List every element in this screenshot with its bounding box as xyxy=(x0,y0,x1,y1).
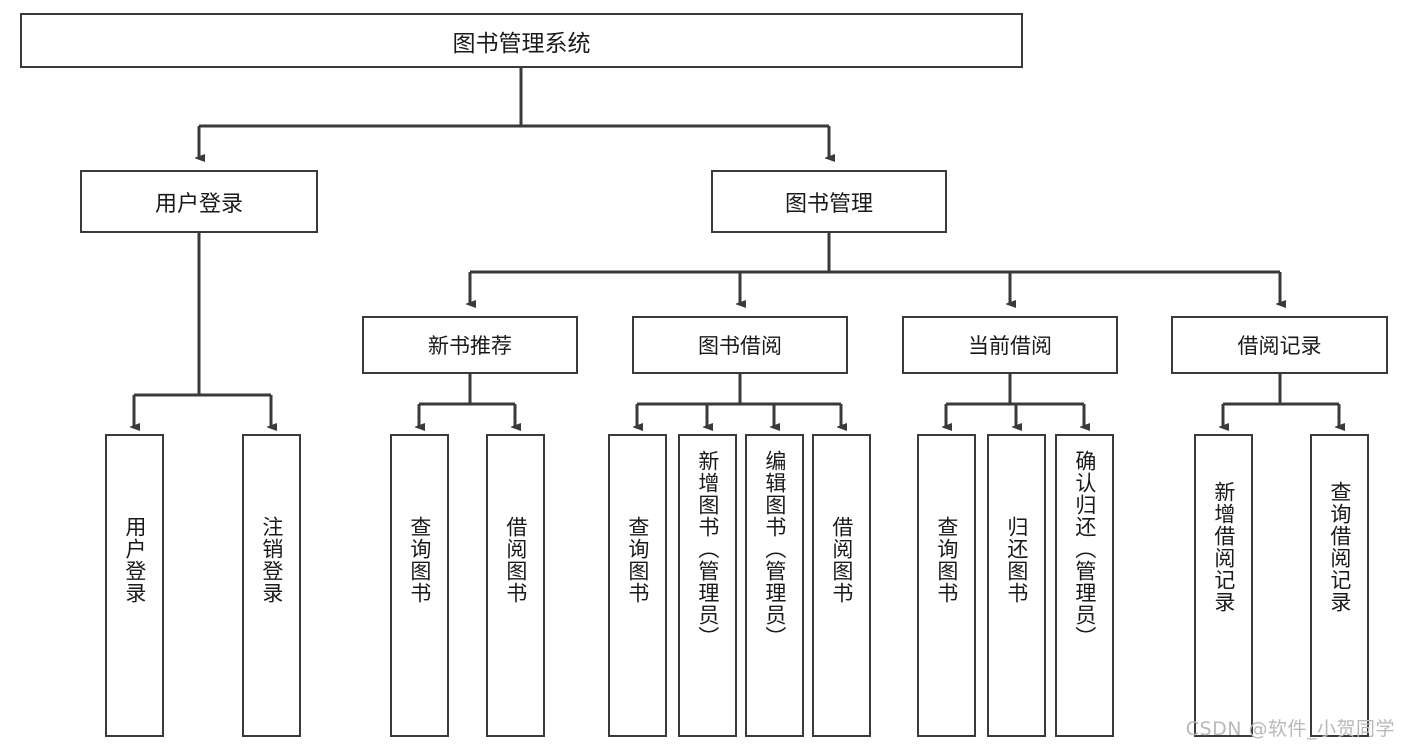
leaf-user-login-logout[interactable]: 注销登录 xyxy=(242,434,301,737)
leaf-book-borrow-add-book-admin[interactable]: 新增图书（管理员） xyxy=(678,434,737,737)
node-borrow-record[interactable]: 借阅记录 xyxy=(1171,316,1388,374)
node-label: 归还图书 xyxy=(1004,516,1029,604)
node-label: 新增借阅记录 xyxy=(1211,481,1236,613)
node-label: 当前借阅 xyxy=(968,334,1052,358)
leaf-book-borrow-edit-book-admin[interactable]: 编辑图书（管理员） xyxy=(745,434,804,737)
node-label: 图书借阅 xyxy=(698,334,782,358)
leaf-borrow-record-query-record[interactable]: 查询借阅记录 xyxy=(1310,434,1369,737)
node-label: 确认归还（管理员） xyxy=(1072,450,1097,648)
node-label: 图书管理系统 xyxy=(452,30,591,57)
node-label: 借阅记录 xyxy=(1237,334,1322,358)
node-label: 图书管理 xyxy=(784,191,873,217)
node-label: 查询借阅记录 xyxy=(1327,481,1352,613)
node-label: 用户登录 xyxy=(154,191,243,217)
leaf-current-borrow-query-book[interactable]: 查询图书 xyxy=(917,434,976,737)
leaf-current-borrow-confirm-return-admin[interactable]: 确认归还（管理员） xyxy=(1055,434,1114,737)
node-label: 新书推荐 xyxy=(428,334,512,358)
node-current-borrow[interactable]: 当前借阅 xyxy=(902,316,1118,374)
node-label: 新增图书（管理员） xyxy=(695,450,720,648)
node-label: 查询图书 xyxy=(407,516,432,604)
node-label: 借阅图书 xyxy=(829,516,854,604)
node-book-management[interactable]: 图书管理 xyxy=(711,170,947,233)
csdn-watermark: CSDN @软件_小贺同学 xyxy=(1185,718,1395,740)
node-new-book-recommend[interactable]: 新书推荐 xyxy=(362,316,578,374)
leaf-current-borrow-return-book[interactable]: 归还图书 xyxy=(987,434,1046,737)
node-root-library-system[interactable]: 图书管理系统 xyxy=(20,13,1023,68)
node-label: 注销登录 xyxy=(259,516,284,604)
leaf-new-book-borrow-book[interactable]: 借阅图书 xyxy=(486,434,545,737)
node-label: 借阅图书 xyxy=(503,516,528,604)
node-label: 查询图书 xyxy=(625,516,650,604)
node-user-login[interactable]: 用户登录 xyxy=(80,170,318,233)
leaf-user-login-login[interactable]: 用户登录 xyxy=(105,434,164,737)
node-label: 查询图书 xyxy=(934,516,959,604)
node-label: 用户登录 xyxy=(122,516,147,604)
leaf-new-book-query-book[interactable]: 查询图书 xyxy=(390,434,449,737)
leaf-book-borrow-borrow-book[interactable]: 借阅图书 xyxy=(812,434,871,737)
leaf-book-borrow-query-book[interactable]: 查询图书 xyxy=(608,434,667,737)
node-label: 编辑图书（管理员） xyxy=(762,450,787,648)
leaf-borrow-record-add-record[interactable]: 新增借阅记录 xyxy=(1194,434,1253,737)
node-book-borrow[interactable]: 图书借阅 xyxy=(632,316,848,374)
